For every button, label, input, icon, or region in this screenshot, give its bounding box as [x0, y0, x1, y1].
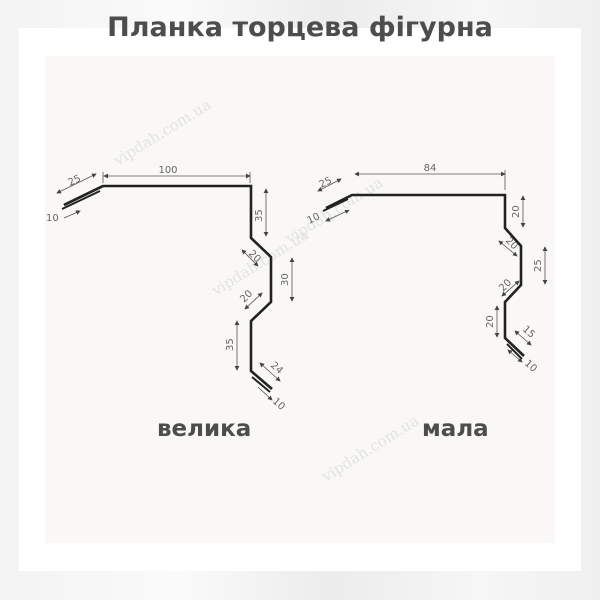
drawing-panel: [45, 56, 555, 543]
dim-top-slope: 25: [318, 175, 334, 190]
dim-bottom-hem: 10: [522, 358, 539, 375]
profile-label-small: мала: [422, 416, 489, 442]
dim-upper-vertical: 20: [511, 205, 522, 218]
dim-upper-vertical: 35: [254, 209, 265, 222]
page-title: Планка торцева фігурна: [107, 12, 493, 43]
dim-top-width: 84: [424, 163, 437, 174]
dim-top-hem: 10: [306, 211, 322, 226]
top-hem: [322, 198, 349, 212]
bottom-hem: [251, 376, 271, 393]
dim-middle-vertical: 25: [533, 259, 544, 272]
dim-bottom-slope: 24: [268, 360, 285, 377]
top-hem: [61, 190, 101, 210]
profile-label-large: велика: [157, 416, 252, 442]
dim-bottom-slope: 15: [520, 324, 537, 341]
dim-top-width: 100: [158, 165, 177, 176]
dim-lower-vertical: 20: [485, 315, 496, 328]
dim-middle-vertical: 30: [280, 273, 291, 286]
dim-top-hem: 10: [46, 213, 59, 224]
dim-lower-diag: 20: [238, 288, 255, 305]
profile-large: 100 25 10 35 30 35 20 20 24 10: [46, 165, 295, 413]
dim-top-slope: 25: [67, 173, 83, 188]
watermark-1: vipdah.com.ua: [110, 95, 214, 170]
dim-bottom-hem: 10: [270, 396, 287, 413]
dim-lower-diag: 20: [497, 277, 514, 294]
dim-lower-vertical: 35: [225, 338, 236, 351]
watermark-4: vipdah.com.ua: [282, 173, 386, 248]
dim-upper-diag: 20: [503, 235, 520, 252]
profile-small: 84 25 10 20 25 20 20 20 15 10: [306, 163, 548, 375]
watermark-3: vipdah.com.ua: [318, 411, 422, 486]
